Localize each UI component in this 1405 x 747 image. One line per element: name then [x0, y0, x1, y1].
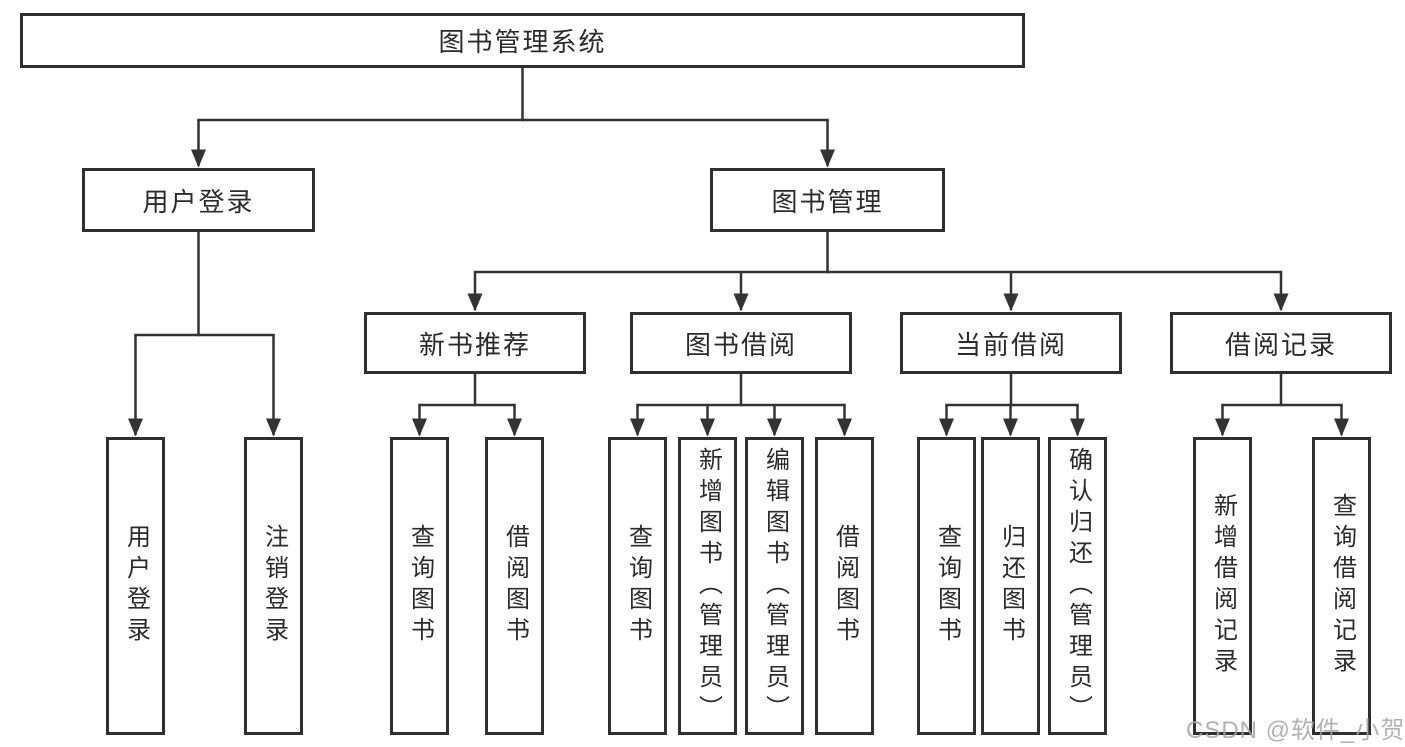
node-user-login: 用户登录: [82, 168, 315, 232]
leaf-borrowing-borrow-books: 借阅图书: [815, 437, 874, 735]
leaf-current-confirm-return-admin: 确认归还（管理员）: [1048, 437, 1107, 735]
leaf-user-login-label: 用户登录: [122, 524, 150, 648]
leaf-borrowing-borrow-books-label: 借阅图书: [831, 524, 859, 648]
node-current-borrowing-label: 当前借阅: [954, 329, 1067, 360]
node-book-management-label: 图书管理: [771, 186, 884, 217]
node-new-book-recommend-label: 新书推荐: [418, 329, 531, 360]
node-root-label: 图书管理系统: [438, 27, 607, 57]
leaf-borrowing-query-books-label: 查询图书: [624, 524, 652, 648]
leaf-borrowing-edit-book-admin-label: 编辑图书（管理员）: [761, 446, 789, 726]
node-book-management: 图书管理: [710, 168, 945, 232]
leaf-current-confirm-return-admin-label: 确认归还（管理员）: [1064, 446, 1092, 726]
leaf-current-return-books-label: 归还图书: [997, 524, 1025, 648]
node-book-borrowing-label: 图书借阅: [684, 329, 797, 360]
node-new-book-recommend: 新书推荐: [364, 312, 586, 374]
leaf-records-query-record-label: 查询借阅记录: [1328, 493, 1356, 679]
leaf-borrowing-edit-book-admin: 编辑图书（管理员）: [745, 437, 804, 735]
node-borrowing-records: 借阅记录: [1170, 312, 1392, 374]
leaf-recommend-borrow-books-label: 借阅图书: [501, 524, 529, 648]
leaf-recommend-borrow-books: 借阅图书: [485, 437, 544, 735]
leaf-recommend-query-books-label: 查询图书: [406, 524, 434, 648]
leaf-records-add-record-label: 新增借阅记录: [1209, 493, 1237, 679]
node-book-borrowing: 图书借阅: [630, 312, 852, 374]
leaf-recommend-query-books: 查询图书: [390, 437, 449, 735]
leaf-borrowing-add-book-admin-label: 新增图书（管理员）: [694, 446, 722, 726]
leaf-logout-label: 注销登录: [260, 524, 288, 648]
csdn-watermark: CSDN @软件_小贺同学: [1186, 717, 1405, 744]
leaf-logout: 注销登录: [244, 437, 303, 735]
node-root: 图书管理系统: [20, 13, 1025, 68]
node-borrowing-records-label: 借阅记录: [1224, 329, 1337, 360]
leaf-records-query-record: 查询借阅记录: [1312, 437, 1371, 735]
leaf-user-login: 用户登录: [106, 437, 165, 735]
leaf-records-add-record: 新增借阅记录: [1193, 437, 1252, 735]
leaf-current-return-books: 归还图书: [981, 437, 1040, 735]
leaf-current-query-books: 查询图书: [917, 437, 976, 735]
leaf-borrowing-query-books: 查询图书: [608, 437, 667, 735]
node-user-login-label: 用户登录: [142, 186, 255, 217]
leaf-current-query-books-label: 查询图书: [933, 524, 961, 648]
node-current-borrowing: 当前借阅: [900, 312, 1122, 374]
leaf-borrowing-add-book-admin: 新增图书（管理员）: [678, 437, 737, 735]
